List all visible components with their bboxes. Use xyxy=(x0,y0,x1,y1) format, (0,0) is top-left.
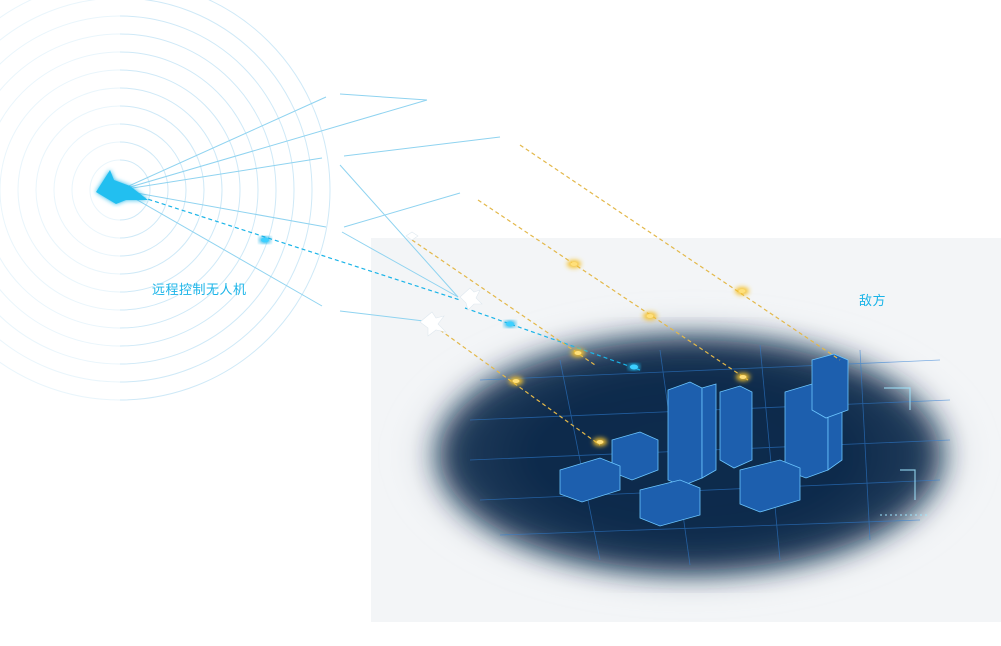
signal-lines xyxy=(119,93,501,323)
drone-jet-icon xyxy=(96,170,148,204)
enemy-label: 敌方 xyxy=(859,294,887,309)
city-map xyxy=(400,315,980,595)
remote-drone-label: 远程控制无人机 xyxy=(152,283,247,298)
control-link xyxy=(134,194,641,371)
strike-paths xyxy=(411,144,841,446)
strike-markers xyxy=(509,260,750,446)
fighter-jet-icon xyxy=(405,231,483,337)
